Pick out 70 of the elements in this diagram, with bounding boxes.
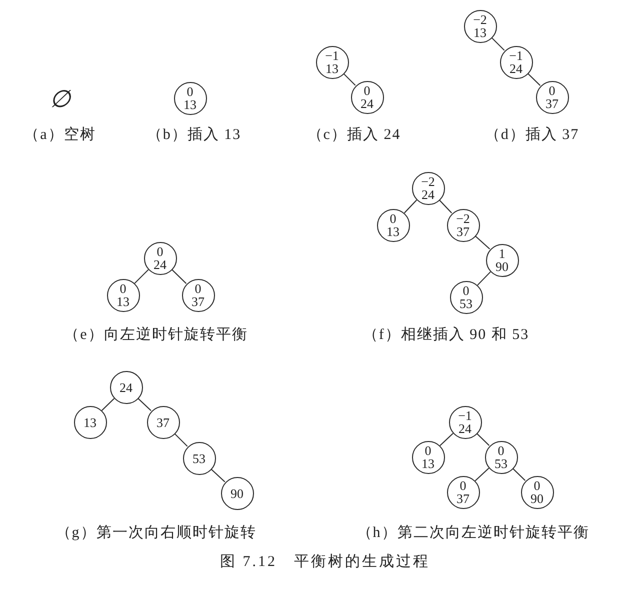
tree-edge (137, 398, 152, 412)
subfigure-caption: （c）插入 24 (307, 126, 401, 145)
balance-factor: 0 (120, 282, 126, 295)
balance-factor: 0 (390, 212, 396, 225)
node-key: 37 (546, 97, 558, 110)
tree-edge (439, 432, 454, 446)
balance-factor: 0 (364, 84, 370, 97)
node-key: 13 (326, 62, 338, 75)
node-key: 53 (494, 457, 508, 470)
node-key: 37 (192, 295, 204, 308)
node-key: 24 (360, 97, 374, 110)
node-key: 53 (460, 297, 472, 310)
node-key: 24 (510, 62, 522, 75)
node-key: 90 (496, 260, 508, 273)
tree-edge (134, 269, 149, 284)
tree-edge (343, 73, 356, 86)
balance-factor: −2 (421, 175, 435, 188)
balance-factor: −2 (473, 13, 487, 26)
node-key: 24 (120, 380, 132, 394)
tree-edge (474, 236, 490, 250)
tree-edge (476, 433, 490, 446)
node-key: 13 (116, 295, 130, 308)
tree-edge (101, 398, 115, 411)
tree-edge (404, 199, 418, 214)
figure-caption: 图 7.12 平衡树的生成过程 (220, 552, 430, 572)
node-key: 13 (474, 26, 486, 39)
subfigure-caption: （b）插入 13 (146, 126, 242, 145)
empty-tree-symbol: ∅ (50, 88, 70, 112)
balance-factor: 0 (534, 479, 540, 492)
node-key: 24 (458, 422, 472, 435)
node-key: 24 (422, 188, 434, 201)
tree-edge (491, 37, 505, 51)
subfigure-caption: （e）向左逆时针旋转平衡 (64, 326, 248, 345)
balance-factor: 0 (462, 284, 470, 297)
subfigure-caption: （d）插入 37 (484, 126, 580, 145)
balance-factor: −1 (458, 409, 472, 422)
balance-factor: −2 (456, 212, 470, 225)
balance-factor: 0 (498, 444, 504, 457)
subfigure-caption: （f）相继插入 90 和 53 (362, 326, 530, 345)
node-key: 13 (184, 98, 196, 111)
node-key: 24 (154, 258, 166, 271)
node-key: 37 (456, 492, 470, 505)
node-key: 53 (192, 452, 206, 464)
tree-edge (210, 468, 226, 482)
balance-factor: −1 (325, 49, 339, 62)
balance-factor: 0 (548, 84, 556, 97)
subfigure-caption: （h）第二次向左逆时针旋转平衡 (356, 524, 590, 543)
node-key: 13 (84, 416, 96, 428)
tree-edge (474, 468, 490, 482)
node-key: 13 (422, 457, 434, 470)
node-key: 13 (386, 225, 400, 238)
balance-factor: 0 (194, 282, 202, 295)
tree-edge (527, 73, 541, 86)
tree-edge (174, 433, 188, 447)
node-key: 90 (530, 492, 544, 505)
balance-factor: 0 (424, 444, 432, 457)
balance-factor: −1 (509, 49, 523, 62)
tree-edge (477, 271, 491, 286)
node-key: 90 (230, 486, 244, 500)
subfigure-caption: （a）空树 (24, 126, 96, 145)
balance-factor: 0 (156, 245, 164, 258)
node-key: 37 (156, 416, 170, 428)
tree-edge (171, 269, 187, 284)
balance-factor: 0 (186, 85, 194, 98)
balance-factor: 0 (460, 479, 466, 492)
node-key: 37 (456, 225, 470, 238)
balance-factor: 1 (498, 247, 506, 260)
subfigure-caption: （g）第一次向右顺时针旋转 (56, 524, 256, 543)
tree-edge (438, 199, 452, 214)
tree-edge (512, 468, 526, 481)
